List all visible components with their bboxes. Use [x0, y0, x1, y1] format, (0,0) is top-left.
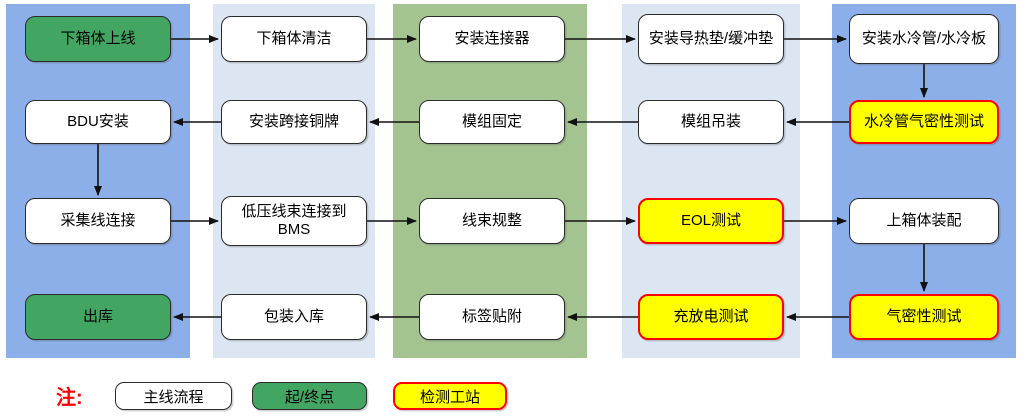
node-upper-box-assembly: 上箱体装配	[849, 198, 999, 244]
node-airtight-test: 气密性测试	[849, 294, 999, 340]
node-packing-warehousing: 包装入库	[221, 294, 367, 340]
node-charge-discharge-test: 充放电测试	[638, 294, 784, 340]
node-eol-test: EOL测试	[638, 198, 784, 244]
node-install-water-cooling: 安装水冷管/水冷板	[849, 14, 999, 64]
node-lower-box-online: 下箱体上线	[25, 16, 171, 62]
node-install-connector: 安装连接器	[419, 16, 565, 62]
node-collection-wire-connect: 采集线连接	[25, 198, 171, 244]
node-label-attach: 标签贴附	[419, 294, 565, 340]
node-cooling-pipe-airtight-test: 水冷管气密性测试	[849, 100, 999, 144]
node-bdu-install: BDU安装	[25, 100, 171, 144]
node-lower-box-cleaning: 下箱体清洁	[221, 16, 367, 62]
legend-start-end: 起/终点	[252, 382, 367, 410]
node-outbound: 出库	[25, 294, 171, 340]
legend-main-process: 主线流程	[115, 382, 232, 410]
node-module-fixing: 模组固定	[419, 100, 565, 144]
node-module-hoisting: 模组吊装	[638, 100, 784, 144]
node-harness-arrangement: 线束规整	[419, 198, 565, 244]
node-lv-harness-to-bms: 低压线束连接到BMS	[221, 196, 367, 246]
legend-test-station: 检测工站	[393, 382, 507, 410]
legend-note: 注:	[56, 387, 83, 409]
node-install-thermal-pad: 安装导热垫/缓冲垫	[638, 14, 784, 64]
node-install-jumper-busbar: 安装跨接铜牌	[221, 100, 367, 144]
